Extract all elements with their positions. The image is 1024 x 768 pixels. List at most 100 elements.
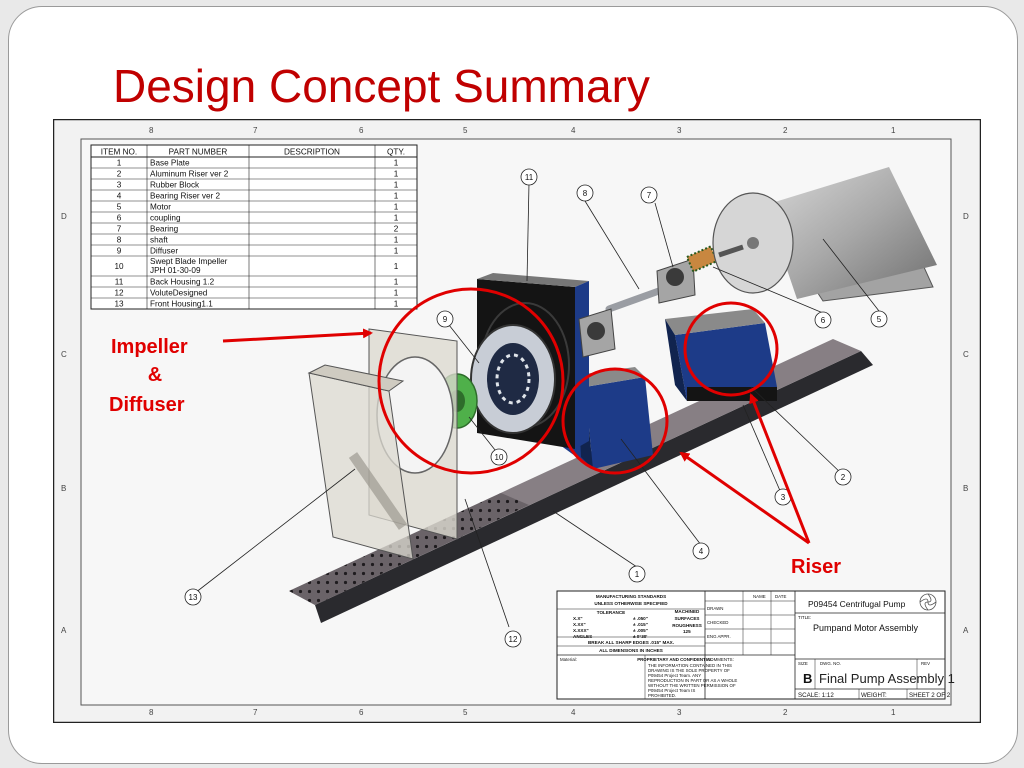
riser-arrow-left — [679, 451, 810, 545]
roughness-label: ROUGHNESS — [672, 623, 702, 628]
bom-header: ITEM NO. — [101, 148, 137, 157]
eng-appr-label: ENG APPR. — [707, 634, 731, 639]
bom-part: Diffuser — [150, 247, 178, 256]
bom-part: Swept Blade Impeller — [150, 257, 228, 266]
svg-text:10: 10 — [495, 453, 504, 462]
zone-top: 2 — [783, 126, 788, 135]
zone-bottom: 8 — [149, 708, 154, 717]
comments-label: COMMENTS: — [707, 657, 734, 662]
bom-header: DESCRIPTION — [284, 148, 340, 157]
svg-text:6: 6 — [821, 316, 826, 325]
bom-part: coupling — [150, 214, 181, 223]
bom-item-no: 9 — [117, 247, 122, 256]
bom-header: QTY. — [387, 148, 405, 157]
bom-item-no: 2 — [117, 170, 122, 179]
zone-top: 1 — [891, 126, 896, 135]
bom-item-no: 4 — [117, 192, 122, 201]
material-label: Material: — [560, 657, 577, 662]
bom-part: Base Plate — [150, 159, 190, 168]
balloon-8 — [576, 184, 594, 202]
name-column: NAME — [753, 594, 766, 599]
bom-item-no: 7 — [117, 225, 122, 234]
bom-part: Back Housing 1.2 — [150, 278, 215, 287]
svg-text:8: 8 — [583, 189, 588, 198]
bom-part: Bearing — [150, 225, 179, 234]
bom-part: Rubber Block — [150, 181, 200, 190]
bom-item-no: 8 — [117, 236, 122, 245]
bom-table: ITEM NO. PART NUMBER DESCRIPTION QTY. 1 … — [90, 144, 418, 310]
svg-text:11: 11 — [525, 173, 534, 182]
svg-text:9: 9 — [443, 315, 448, 324]
bom-item-no: 11 — [115, 278, 124, 287]
zone-bottom: 4 — [571, 708, 576, 717]
engineering-drawing: 8 7 6 5 4 3 2 1 8 7 6 5 4 3 2 1 D C B A — [53, 119, 981, 723]
std-title: MANUFACTURING STANDARDS — [596, 594, 666, 599]
svg-text:12: 12 — [509, 635, 518, 644]
bom-part: shaft — [150, 236, 168, 245]
title-label: TITLE: — [798, 615, 811, 620]
bom-qty: 1 — [394, 192, 399, 201]
zone-left: A — [61, 626, 67, 635]
svg-text:1: 1 — [635, 570, 640, 579]
bom-part: Bearing Riser ver 2 — [150, 192, 221, 201]
svg-text:13: 13 — [189, 593, 198, 602]
riser-arrow-right — [749, 393, 811, 544]
zone-bottom: 7 — [253, 708, 258, 717]
impeller-label: Impeller — [111, 336, 188, 358]
zone-bottom: 3 — [677, 708, 682, 717]
proprietary-line: P09454 Project Team. ANY — [648, 673, 701, 678]
drawn-label: DRAWN — [707, 606, 723, 611]
svg-text:7: 7 — [647, 191, 652, 200]
svg-text:4: 4 — [699, 547, 704, 556]
dimensions-note: ALL DIMENSIONS IN INCHES — [599, 648, 663, 653]
zone-right: D — [963, 212, 969, 221]
checked-label: CHECKED — [707, 620, 728, 625]
proprietary-line: P09454 Project Team IS — [648, 688, 695, 693]
aluminum-riser — [665, 309, 777, 401]
proprietary-line: WITHOUT THE WRITTEN PERMISSION OF — [648, 683, 736, 688]
bom-part: VoluteDesigned — [150, 289, 208, 298]
diffuser — [470, 324, 556, 434]
zone-right: C — [963, 350, 969, 359]
balloon-13 — [184, 588, 202, 606]
zone-left: C — [61, 350, 67, 359]
company-logo-icon — [919, 593, 937, 611]
date-column: DATE — [775, 594, 786, 599]
zone-right: A — [963, 626, 969, 635]
diffuser-label: Diffuser — [109, 394, 185, 416]
tol-value: ± .015" — [633, 622, 648, 627]
rev-label: REV — [921, 661, 930, 666]
zone-bottom: 2 — [783, 708, 788, 717]
tol-value: ± 0°30' — [633, 634, 647, 639]
proprietary-line: DRAWING IS THE SOLE PROPERTY OF — [648, 668, 730, 673]
bom-item-no: 6 — [117, 214, 122, 223]
bearing-riser-highlight — [561, 367, 669, 475]
bom-qty: 1 — [394, 203, 399, 212]
zone-right: B — [963, 484, 968, 493]
zone-bottom: 6 — [359, 708, 364, 717]
balloon-5 — [870, 310, 888, 328]
proprietary-line: REPRODUCTION IN PART OR AS A WHOLE — [648, 678, 737, 683]
weight-label: WEIGHT: — [861, 692, 887, 699]
bom-qty: 1 — [394, 236, 399, 245]
balloon-7 — [640, 186, 658, 204]
balloon-12 — [504, 630, 522, 648]
bom-part-line2: JPH 01-30-09 — [150, 266, 201, 275]
zone-top: 5 — [463, 126, 468, 135]
tol-key: X.XXX" — [573, 628, 589, 633]
balloon-2 — [834, 468, 852, 486]
proprietary-line: THE INFORMATION CONTAINED IN THIS — [648, 663, 732, 668]
proprietary-title: PROPRIETARY AND CONFIDENTIAL — [637, 657, 713, 662]
bom-part: Front Housing1.1 — [150, 300, 213, 309]
std-subtitle: UNLESS OTHERWISE SPECIFIED — [594, 601, 668, 606]
sheet-size: B — [803, 671, 812, 686]
svg-text:5: 5 — [877, 315, 882, 324]
aluminum-riser-highlight — [683, 301, 779, 397]
zone-top: 8 — [149, 126, 154, 135]
bom-header: PART NUMBER — [169, 148, 228, 157]
riser-label: Riser — [791, 556, 841, 578]
tol-key: ANGLES — [573, 634, 592, 639]
title-block: MANUFACTURING STANDARDS UNLESS OTHERWISE… — [556, 590, 955, 700]
bom-qty: 1 — [394, 159, 399, 168]
tol-value: ± .050" — [633, 616, 648, 621]
